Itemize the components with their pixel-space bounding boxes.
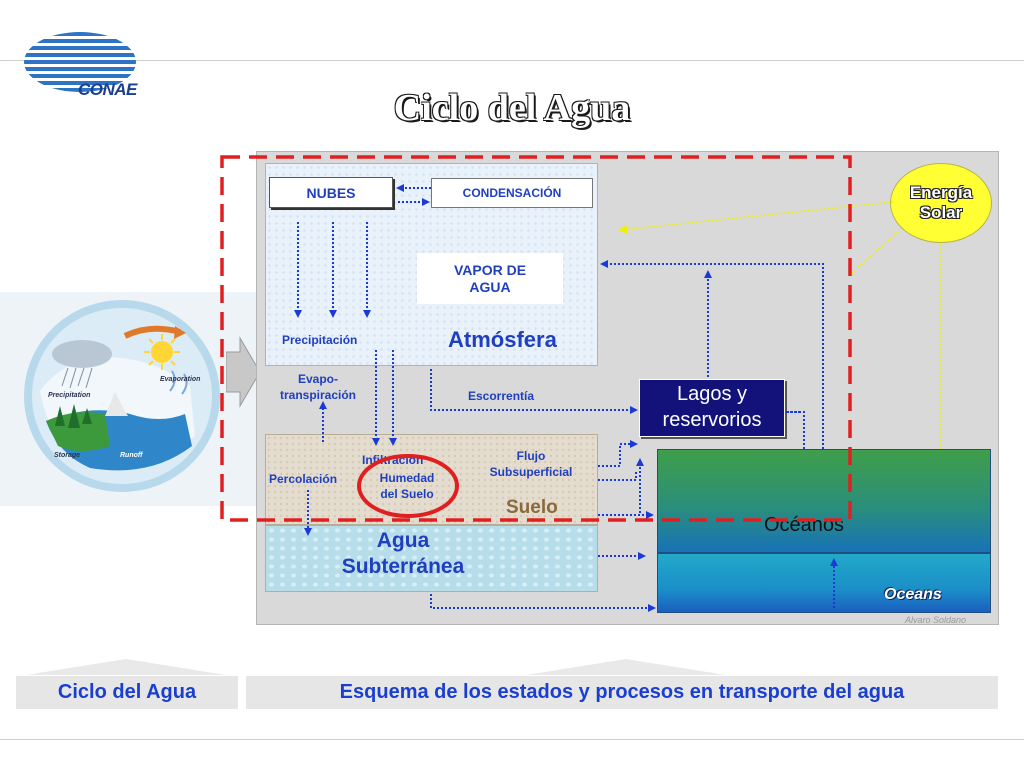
illustration-label-runoff: Runoff bbox=[120, 452, 143, 459]
ocean-region bbox=[657, 449, 991, 553]
footer-arrows-decoration bbox=[26, 659, 726, 675]
footer-right-tab: Esquema de los estados y procesos en tra… bbox=[246, 676, 998, 709]
solar-energy-line1: Energía bbox=[909, 182, 973, 202]
soil-label: Suelo bbox=[506, 497, 558, 518]
condensation-box: CONDENSACIÓN bbox=[431, 178, 593, 208]
evapotranspiration-line2: transpiración bbox=[279, 388, 357, 403]
subsurface-flow-line2: Subsuperficial bbox=[489, 465, 573, 480]
precipitation-label: Precipitación bbox=[282, 333, 358, 347]
soil-moisture-line1: Humedad bbox=[379, 471, 435, 485]
lakes-line1: Lagos y bbox=[676, 383, 748, 405]
evapotranspiration-label: Evapo-transpiración bbox=[268, 371, 368, 403]
percolation-label: Percolación bbox=[269, 472, 338, 486]
clouds-box: NUBES bbox=[269, 177, 393, 208]
footer-left-tab: Ciclo del Agua bbox=[16, 676, 238, 709]
illustration-label-evaporation: Evaporation bbox=[160, 376, 201, 383]
logo-text: CONAE bbox=[78, 80, 137, 99]
water-cycle-illustration: Evaporation Precipitation Storage Runoff bbox=[10, 296, 242, 496]
soil-moisture-line2: del Suelo bbox=[380, 487, 434, 502]
subsurface-flow-line1: Flujo bbox=[516, 449, 546, 463]
evapotranspiration-line1: Evapo- bbox=[297, 372, 338, 386]
lakes-reservoirs-box: Lagos y reservorios bbox=[639, 379, 785, 437]
groundwater-region bbox=[265, 525, 598, 592]
oceans-label: Océanos bbox=[764, 514, 845, 536]
illustration-label-storage: Storage bbox=[54, 452, 81, 459]
conae-logo-icon bbox=[24, 32, 136, 92]
illustration-label-precipitation: Precipitation bbox=[48, 392, 91, 399]
water-vapor-line1: VAPOR DE bbox=[453, 261, 527, 278]
top-divider bbox=[0, 60, 1024, 61]
slide-title: Ciclo del Agua bbox=[393, 87, 631, 129]
atmosphere-label: Atmósfera bbox=[448, 327, 557, 352]
water-vapor-line2: AGUA bbox=[469, 278, 511, 295]
groundwater-line1: Agua bbox=[376, 529, 430, 552]
lakes-line2: reservorios bbox=[662, 409, 762, 431]
soil-moisture-label: Humedad del Suelo bbox=[366, 470, 448, 502]
groundwater-line2: Subterránea bbox=[341, 554, 465, 578]
bottom-divider bbox=[0, 739, 1024, 740]
solar-energy-line2: Solar bbox=[919, 203, 963, 222]
ocean-image bbox=[657, 553, 991, 613]
runoff-label: Escorrentía bbox=[468, 389, 535, 403]
author-credit: Alvaro Soldano bbox=[905, 615, 967, 625]
oceans-caption: Oceans bbox=[884, 586, 942, 603]
infiltration-label: Infiltración bbox=[362, 453, 424, 467]
